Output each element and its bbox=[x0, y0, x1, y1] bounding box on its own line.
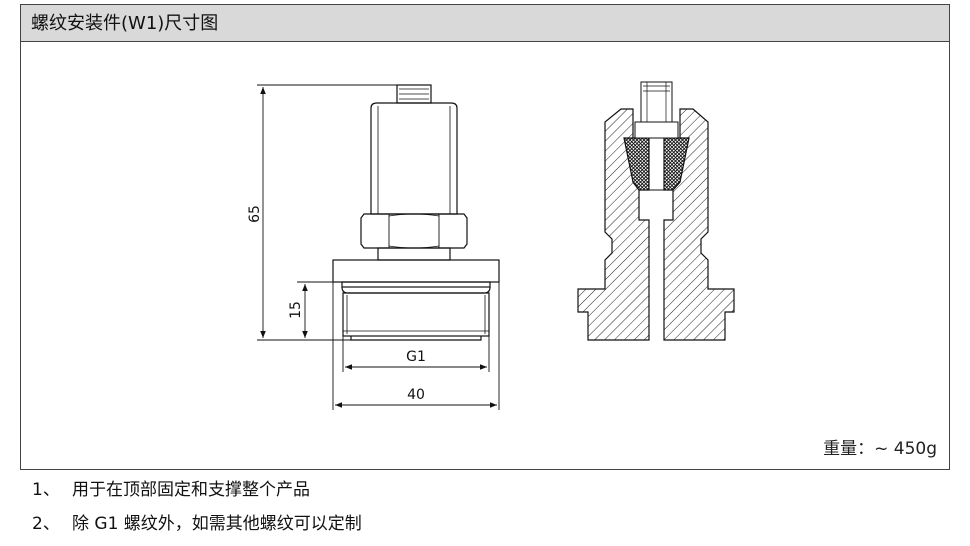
dimension-15 bbox=[297, 281, 342, 338]
note-number: 2、 bbox=[32, 514, 60, 534]
note-number: 1、 bbox=[32, 480, 60, 500]
note-text: 除 G1 螺纹外，如需其他螺纹可以定制 bbox=[72, 514, 362, 534]
dimension-65 bbox=[257, 84, 397, 341]
dimension-65-label: 65 bbox=[247, 205, 263, 223]
external-view bbox=[332, 84, 500, 341]
note-item: 2、除 G1 螺纹外，如需其他螺纹可以定制 bbox=[32, 512, 362, 546]
dimension-15-label: 15 bbox=[288, 301, 304, 319]
dimension-g1-label: G1 bbox=[406, 349, 426, 365]
dimension-g1 bbox=[342, 336, 490, 372]
note-item: 1、用于在顶部固定和支撑整个产品 bbox=[32, 478, 362, 512]
sectional-view bbox=[577, 81, 735, 341]
dimension-40 bbox=[332, 282, 500, 410]
notes-list: 1、用于在顶部固定和支撑整个产品 2、除 G1 螺纹外，如需其他螺纹可以定制 bbox=[32, 478, 362, 546]
dimension-40-label: 40 bbox=[407, 387, 425, 403]
panel-title: 螺纹安装件(W1)尺寸图 bbox=[21, 5, 949, 42]
note-text: 用于在顶部固定和支撑整个产品 bbox=[72, 480, 310, 500]
drawing-panel: 螺纹安装件(W1)尺寸图 bbox=[20, 4, 950, 470]
weight-label: 重量：~ 450g bbox=[823, 439, 937, 459]
technical-drawing: 65 15 G1 40 bbox=[247, 81, 735, 410]
